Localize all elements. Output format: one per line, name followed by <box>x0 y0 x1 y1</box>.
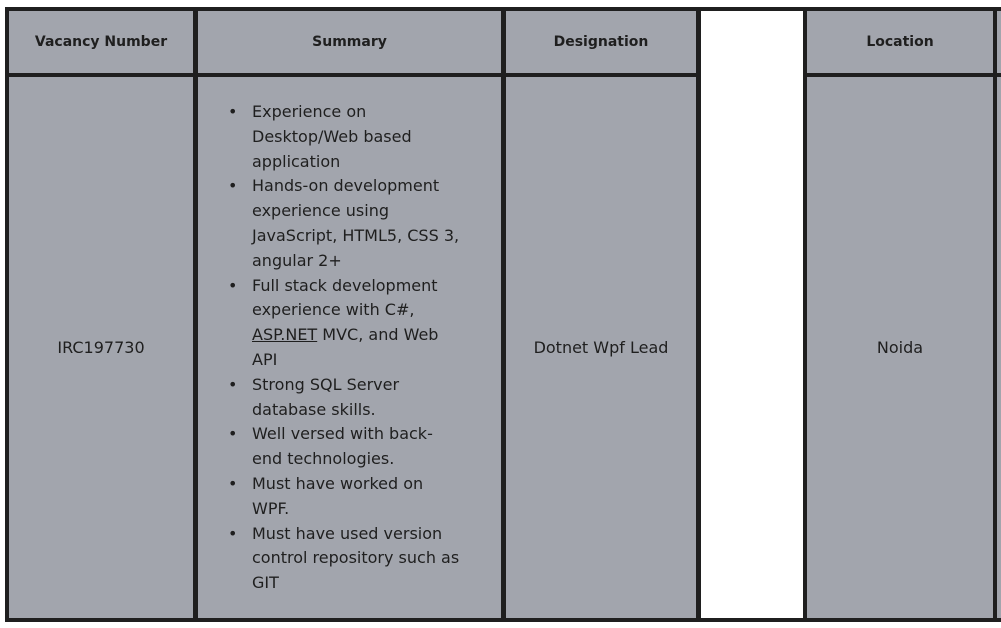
summary-line-rest: MVC, and Web <box>317 325 439 345</box>
summary-line: application <box>252 151 341 171</box>
summary-line: Strong SQL Server <box>252 374 400 394</box>
summary-list: • Experience on Desktop/Web based applic… <box>198 100 501 596</box>
summary-line: ASP.NET MVC, and Web <box>252 323 489 348</box>
summary-item: • Experience on Desktop/Web based applic… <box>198 100 501 174</box>
cell-summary: • Experience on Desktop/Web based applic… <box>198 77 501 618</box>
cell-vacancy-number: IRC197730 <box>9 77 193 618</box>
blank-column-header <box>701 11 803 618</box>
summary-line: experience using <box>252 201 389 221</box>
designation-value: Dotnet Wpf Lead <box>533 338 669 357</box>
summary-line: Must have worked on <box>252 473 424 493</box>
summary-line: Desktop/Web based <box>252 126 412 146</box>
asp-net-link[interactable]: ASP.NET <box>252 325 318 345</box>
summary-line: API <box>252 349 278 369</box>
vacancy-table: Vacancy Number Summary Designation Locat… <box>5 7 1001 622</box>
summary-line: Must have used version <box>252 523 443 543</box>
cell-designation: Dotnet Wpf Lead <box>506 77 696 618</box>
header-vacancy-number: Vacancy Number <box>9 11 193 73</box>
summary-line: WPF. <box>252 498 290 518</box>
header-summary-label: Summary <box>312 34 387 50</box>
summary-item: • Well versed with back- end technologie… <box>198 422 501 472</box>
summary-line: Well versed with back- <box>252 424 433 444</box>
summary-line: GIT <box>252 573 279 593</box>
summary-line: database skills. <box>252 399 376 419</box>
location-value: Noida <box>876 338 924 357</box>
summary-line: Full stack development <box>252 275 438 295</box>
next-column-header-partial <box>997 11 1001 73</box>
header-location: Location <box>807 11 993 73</box>
summary-line: JavaScript, HTML5, CSS 3, <box>252 225 460 245</box>
header-designation-label: Designation <box>553 34 649 50</box>
summary-line: experience with C#, <box>252 300 415 320</box>
header-vacancy-number-label: Vacancy Number <box>34 34 168 50</box>
header-designation: Designation <box>506 11 696 73</box>
summary-item: • Must have worked on WPF. <box>198 472 501 522</box>
summary-item: • Must have used version control reposit… <box>198 522 501 596</box>
header-summary: Summary <box>198 11 501 73</box>
summary-line: control repository such as <box>252 548 460 568</box>
summary-line: angular 2+ <box>252 250 342 270</box>
header-location-label: Location <box>866 34 934 50</box>
cell-location: Noida <box>807 77 993 618</box>
summary-item: • Hands-on development experience using … <box>198 174 501 273</box>
vacancy-number-value: IRC197730 <box>57 338 145 357</box>
summary-line: end technologies. <box>252 449 395 469</box>
summary-item: • Full stack development experience with… <box>198 274 501 373</box>
summary-line: Hands-on development <box>252 176 440 196</box>
summary-item: • Strong SQL Server database skills. <box>198 373 501 423</box>
next-column-cell-partial <box>997 77 1001 618</box>
summary-line: Experience on <box>252 102 367 121</box>
